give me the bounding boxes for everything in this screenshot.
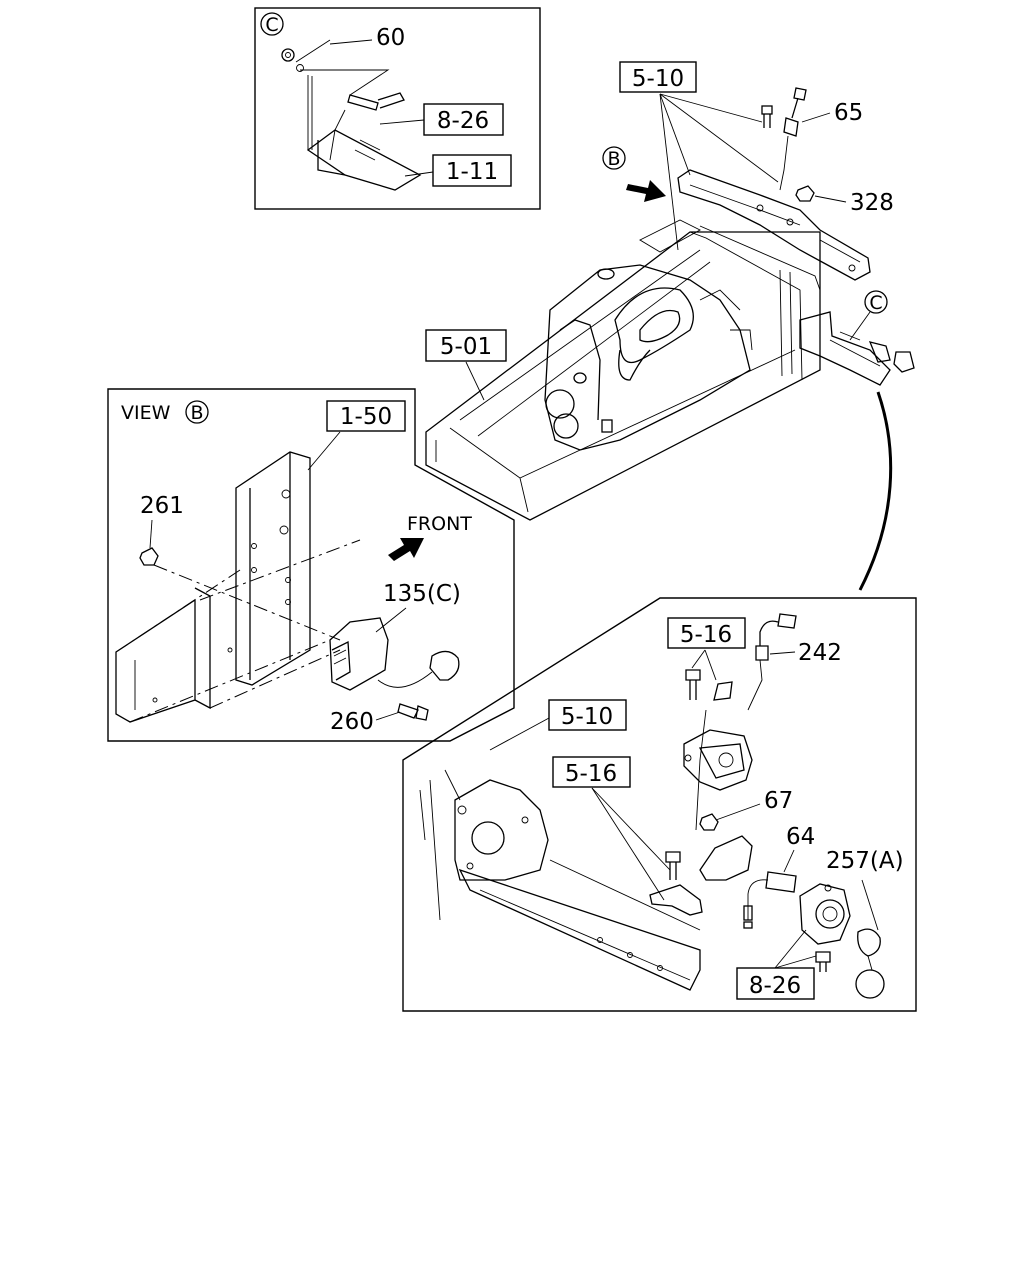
inset-bottom-detail: 5-16 242 67 5-10 [402, 597, 917, 1012]
engine-frame-assembly: 5-01 C [425, 219, 915, 591]
callout-64: 64 [786, 824, 815, 850]
callout-5-16-a: 5-16 [680, 622, 732, 648]
view-b-title: VIEW [121, 402, 171, 424]
callout-5-01: 5-01 [440, 334, 492, 360]
callout-8-26-bottom: 8-26 [749, 973, 801, 999]
callout-5-16-b: 5-16 [565, 761, 617, 787]
callout-135c: 135(C) [383, 581, 461, 607]
callout-5-10-top: 5-10 [632, 66, 684, 92]
main-c-marker: C [869, 292, 882, 314]
top-crossmember-group: 5-10 65 328 B [602, 61, 894, 281]
callout-67: 67 [764, 788, 793, 814]
callout-261: 261 [140, 493, 184, 519]
callout-328: 328 [850, 190, 894, 216]
callout-242: 242 [798, 640, 842, 666]
front-label: FRONT [407, 513, 472, 535]
inset-detail-c: C 60 8-26 1-11 [254, 7, 541, 210]
callout-65: 65 [834, 100, 863, 126]
callout-260: 260 [330, 709, 374, 735]
callout-1-50: 1-50 [340, 404, 392, 430]
inset-view-b: VIEW B 1-50 261 FRONT [107, 388, 515, 742]
view-b-marker: B [607, 148, 620, 170]
callout-1-11: 1-11 [446, 159, 498, 185]
view-b-title-marker: B [190, 402, 203, 424]
inset-c-marker: C [265, 14, 278, 36]
callout-257a: 257(A) [826, 848, 904, 874]
callout-5-10-bottom: 5-10 [561, 704, 613, 730]
callout-8-26-top: 8-26 [437, 108, 489, 134]
callout-60: 60 [376, 25, 405, 51]
